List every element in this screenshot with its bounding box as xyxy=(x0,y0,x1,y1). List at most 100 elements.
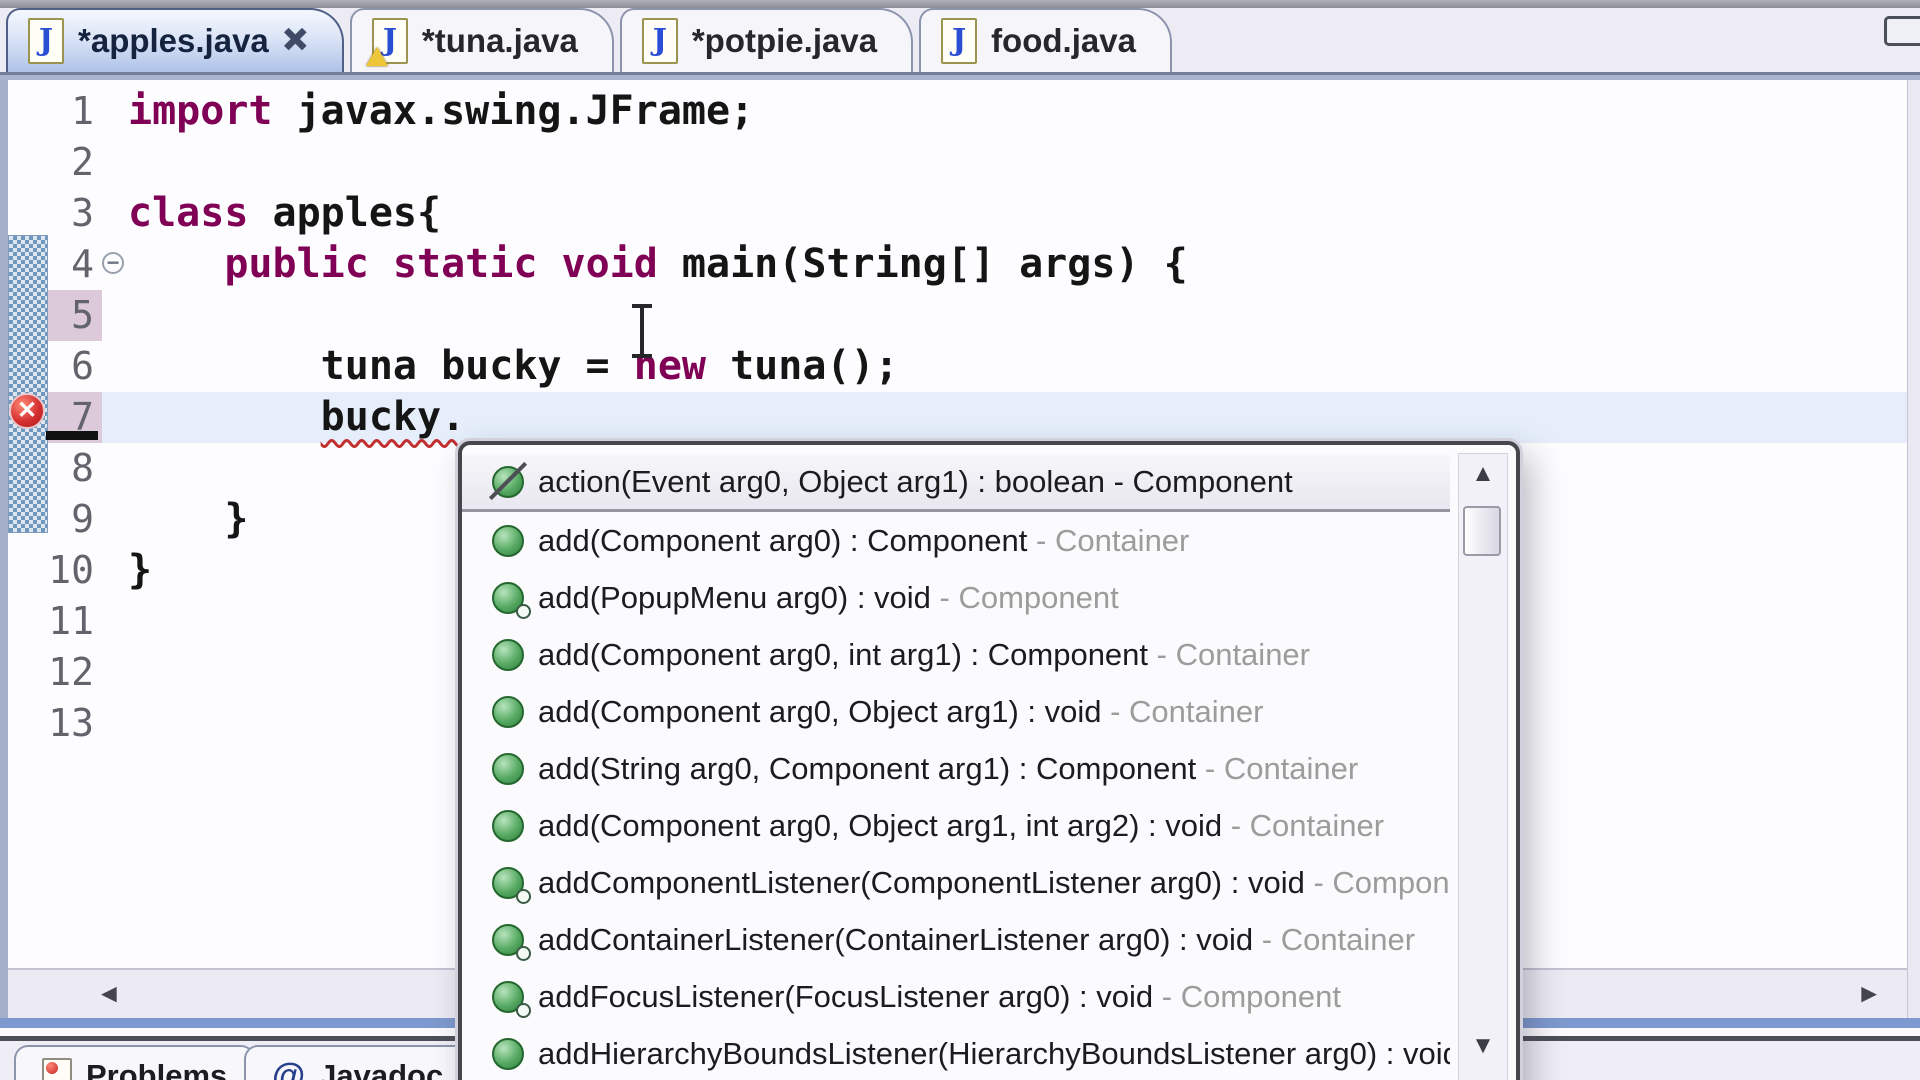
changed-lines-indicator xyxy=(8,235,48,533)
completion-label: add(Component arg0, int arg1) : Componen… xyxy=(538,636,1310,672)
completion-label: addComponentListener(ComponentListener a… xyxy=(538,864,1450,900)
line-number: 2 xyxy=(71,140,94,184)
method-synchronized-icon xyxy=(492,581,531,619)
content-assist-popup: action(Event arg0, Object arg1) : boolea… xyxy=(458,441,1520,1080)
completion-item[interactable]: add(Component arg0, Object arg1, int arg… xyxy=(462,797,1450,854)
problems-icon xyxy=(42,1058,72,1080)
editor-tab-bar: J *apples.java ✕ J *tuna.java J *potpie.… xyxy=(0,8,1920,72)
tab-problems[interactable]: Problems xyxy=(14,1045,256,1080)
code-text: } xyxy=(128,547,153,593)
line-number: 3 xyxy=(71,191,94,235)
method-public-icon xyxy=(492,752,524,785)
scrollbar-thumb[interactable] xyxy=(1463,506,1501,556)
line-number: 8 xyxy=(71,446,94,490)
completion-item[interactable]: add(String arg0, Component arg1) : Compo… xyxy=(462,740,1450,797)
fold-column xyxy=(102,290,128,341)
code-line[interactable]: 4− public static void main(String[] args… xyxy=(8,239,1908,290)
completion-item[interactable]: addComponentListener(ComponentListener a… xyxy=(462,854,1450,911)
line-number: 9 xyxy=(71,497,94,541)
code-line[interactable]: 11 xyxy=(8,596,1908,647)
completion-label: add(Component arg0) : Component - Contai… xyxy=(538,522,1190,558)
range-indicator xyxy=(46,431,98,440)
error-icon[interactable]: ✕ xyxy=(9,393,45,429)
code-line[interactable]: 6 tuna bucky = new tuna(); xyxy=(8,341,1908,392)
close-icon[interactable]: ✕ xyxy=(282,24,310,57)
completion-item[interactable]: add(Component arg0, Object arg1) : void … xyxy=(462,683,1450,740)
method-public-icon xyxy=(492,695,524,728)
scroll-right-icon[interactable]: ► xyxy=(1856,978,1882,1008)
completion-item[interactable]: addFocusListener(FocusListener arg0) : v… xyxy=(462,968,1450,1025)
view-menu-button[interactable] xyxy=(1884,16,1920,46)
fold-column: − xyxy=(102,239,128,290)
fold-column xyxy=(102,698,128,749)
method-deprecated-icon xyxy=(492,466,524,498)
tab-label: *tuna.java xyxy=(421,22,578,59)
completion-label: addFocusListener(FocusListener arg0) : v… xyxy=(538,978,1341,1014)
fold-column xyxy=(102,188,128,239)
method-public-icon xyxy=(492,524,524,557)
fold-column xyxy=(102,545,128,596)
method-public-icon xyxy=(492,809,524,842)
completion-item[interactable]: add(PopupMenu arg0) : void - Component xyxy=(462,569,1450,626)
scroll-down-icon[interactable]: ▼ xyxy=(1471,1032,1495,1059)
code-text: class apples{ xyxy=(128,190,442,236)
editor-left-edge xyxy=(0,80,8,1040)
tab-javadoc[interactable]: @ Javadoc xyxy=(244,1045,472,1080)
line-number: 1 xyxy=(71,89,94,133)
completion-item[interactable]: addHierarchyBoundsListener(HierarchyBoun… xyxy=(462,1025,1450,1080)
fold-column xyxy=(102,443,128,494)
completion-item[interactable]: add(Component arg0) : Component - Contai… xyxy=(462,512,1450,569)
editor-vertical-scrollbar[interactable] xyxy=(1907,80,1920,1018)
completion-label: addContainerListener(ContainerListener a… xyxy=(538,921,1416,957)
code-line[interactable]: 5 xyxy=(8,290,1908,341)
completion-label: addHierarchyBoundsListener(HierarchyBoun… xyxy=(538,1035,1450,1071)
code-text: tuna bucky = new tuna(); xyxy=(128,343,899,389)
completion-item[interactable]: add(Component arg0, int arg1) : Componen… xyxy=(462,626,1450,683)
completion-item[interactable]: action(Event arg0, Object arg1) : boolea… xyxy=(462,455,1450,512)
fold-column xyxy=(102,647,128,698)
line-number: 5 xyxy=(42,290,102,341)
code-line[interactable]: 7 bucky. xyxy=(8,392,1908,443)
popup-scrollbar[interactable]: ▲ ▼ xyxy=(1458,453,1508,1080)
code-line[interactable]: 13 xyxy=(8,698,1908,749)
fold-column xyxy=(102,341,128,392)
fold-column xyxy=(102,137,128,188)
tab-label: *potpie.java xyxy=(691,22,878,59)
java-file-icon: J xyxy=(941,18,978,64)
tab-label: food.java xyxy=(991,22,1136,59)
code-line[interactable]: 10} xyxy=(8,545,1908,596)
tab-bar-underline xyxy=(0,72,1920,80)
fold-column xyxy=(102,596,128,647)
line-number: 13 xyxy=(48,701,94,745)
line-number: 11 xyxy=(48,599,94,643)
fold-column xyxy=(102,86,128,137)
fold-column xyxy=(102,494,128,545)
line-number: 10 xyxy=(48,548,94,592)
code-line[interactable]: 9 } xyxy=(8,494,1908,545)
code-line[interactable]: 2 xyxy=(8,137,1908,188)
method-synchronized-icon xyxy=(492,866,531,904)
method-public-icon xyxy=(492,1037,524,1070)
tab-food-java[interactable]: J food.java xyxy=(919,8,1172,72)
code-text: public static void main(String[] args) { xyxy=(224,241,1188,287)
fold-column xyxy=(102,392,128,443)
code-text: bucky. xyxy=(320,394,466,440)
scroll-up-icon[interactable]: ▲ xyxy=(1471,460,1495,487)
tab-tuna-java[interactable]: J *tuna.java xyxy=(349,8,614,72)
code-line[interactable]: 8 xyxy=(8,443,1908,494)
code-line[interactable]: 12 xyxy=(8,647,1908,698)
collapse-icon[interactable]: − xyxy=(102,252,124,274)
scroll-left-icon[interactable]: ◄ xyxy=(96,978,122,1008)
window-top-edge xyxy=(0,0,1920,8)
completion-label: add(PopupMenu arg0) : void - Component xyxy=(538,579,1119,615)
completion-label: add(Component arg0, Object arg1, int arg… xyxy=(538,807,1385,843)
completion-item[interactable]: addContainerListener(ContainerListener a… xyxy=(462,911,1450,968)
completion-list[interactable]: action(Event arg0, Object arg1) : boolea… xyxy=(462,455,1450,1080)
tab-potpie-java[interactable]: J *potpie.java xyxy=(619,8,914,72)
code-line[interactable]: 3 class apples{ xyxy=(8,188,1908,239)
line-number: 6 xyxy=(71,344,94,388)
tab-apples-java[interactable]: J *apples.java ✕ xyxy=(6,8,344,72)
